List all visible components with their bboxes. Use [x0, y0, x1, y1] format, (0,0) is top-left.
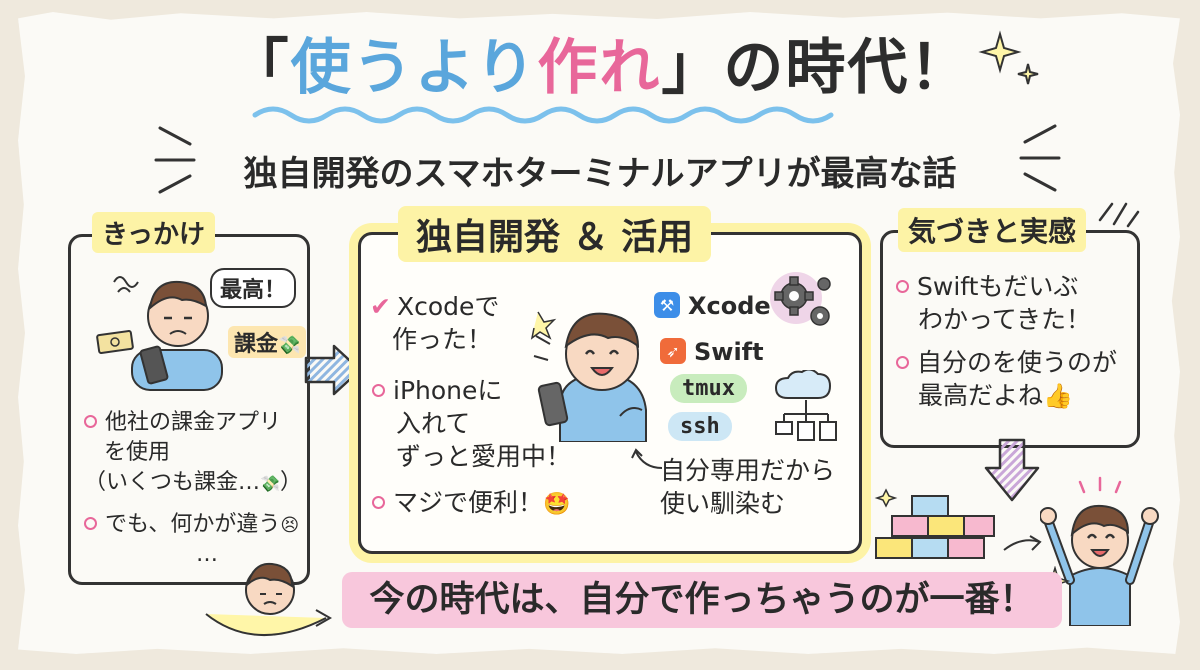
tech-ssh: ssh [668, 412, 732, 441]
left-bullet-2-line1: でも、何かが違う [105, 512, 281, 537]
panel-label-dokuji-kaihatsu: 独自開発 ＆ 活用 [398, 206, 712, 262]
bullet-dot [372, 495, 385, 509]
tech-xcode: Xcode [688, 292, 771, 320]
left-bullet-1-line3: （いくつも課金… [84, 470, 261, 495]
down-arrow-icon [984, 438, 1040, 502]
right-bullet-2-line1: 自分のを使うのが [917, 348, 1118, 377]
cloud-network-icon [774, 370, 837, 441]
kakin-tag: 課金💸 [228, 326, 307, 358]
left-bullet-1: 他社の課金アプリ を使用 （いくつも課金…💸） [84, 408, 302, 499]
curved-arrow-icon [631, 448, 663, 469]
bullet-dot [372, 383, 385, 397]
left-bullet-1-line1: 他社の課金アプリ [105, 410, 282, 435]
happy-person-illustration [530, 311, 647, 442]
tech-tmux: tmux [670, 374, 747, 403]
thumbs-up-icon: 👍 [1043, 382, 1073, 410]
right-bullet-2: 自分のを使うのが 最高だよね👍 [896, 346, 1117, 413]
celebrating-person-illustration [1040, 476, 1159, 626]
worried-person-illustration [113, 276, 223, 391]
right-bullet-1-line1: Swiftもだいぶ [917, 272, 1079, 301]
mid-item-1: ✔Xcodeで 作った！ [370, 290, 499, 356]
check-icon: ✔ [370, 292, 391, 321]
sparkle-icon [978, 30, 1039, 85]
xcode-icon: ⚒ [654, 292, 680, 318]
right-bullet-1-line2: わかってきた！ [918, 305, 1092, 334]
mid-item-3: マジで便利！🤩 [372, 486, 570, 521]
emphasis-dashes-panel [1098, 202, 1140, 228]
mid-item-1-line2: 作った！ [392, 325, 493, 354]
subtitle: 独自開発のスマホターミナルアプリが最高な話 [243, 154, 957, 194]
confounded-face-icon: 😣 [280, 515, 300, 536]
mid-item-3-line1: マジで便利！ [393, 488, 544, 517]
building-blocks-illustration [874, 488, 995, 559]
mid-item-2-line1: iPhoneに [393, 376, 503, 405]
mid-item-2-line2: 入れて [396, 409, 471, 438]
mid-note-line2: 使い馴染む [660, 489, 786, 518]
speech-bubble-saikou: 最高！ [210, 268, 297, 308]
mid-note: 自分専用だから 使い馴染む [660, 454, 835, 520]
right-bullet-1: Swiftもだいぶ わかってきた！ [896, 270, 1091, 336]
mid-item-1-line1: Xcodeで [396, 292, 500, 321]
mid-note-line1: 自分専用だから [660, 456, 836, 485]
bullet-dot [896, 279, 909, 293]
panel-label-kizuki: 気づきと実感 [898, 208, 1087, 252]
title-part3: の時代！ [723, 33, 972, 103]
right-bullet-2-line2: 最高だよね [918, 381, 1044, 410]
kakin-tag-text: 課金 [234, 332, 279, 357]
page-title: 「使うより作れ」の時代！ [0, 38, 1200, 98]
bullet-dot [896, 355, 909, 369]
star-struck-icon: 🤩 [543, 492, 571, 517]
emphasis-dashes-right [1019, 124, 1061, 192]
panel-kizuki [880, 230, 1140, 448]
small-arrow-icon [1003, 535, 1042, 551]
bottom-banner: 今の時代は、自分で作っちゃうのが一番！ [342, 572, 1062, 628]
mid-item-2-line3: ずっと愛用中！ [396, 442, 572, 471]
gear-icon [770, 272, 831, 326]
title-bracket-close: 」 [661, 33, 724, 103]
money-icon: 💸 [260, 474, 280, 493]
thinking-person-arrow-illustration [205, 562, 333, 636]
title-part1: 使うより [290, 33, 538, 103]
money-bill-icon [96, 330, 134, 354]
panel-label-kikkake: きっかけ [92, 212, 215, 253]
left-bullet-1-line2: を使用 [104, 440, 171, 465]
title-bracket-open: 「 [228, 33, 291, 103]
arrow-icon [304, 344, 362, 396]
emphasis-dashes-left [154, 126, 196, 194]
swift-icon: ➶ [660, 338, 686, 364]
left-bullet-2: でも、何かが違う😣 [84, 510, 299, 541]
tech-swift: Swift [694, 338, 764, 366]
bullet-dot [84, 414, 97, 428]
left-ellipsis: … [196, 542, 218, 567]
title-part2: 作れ [537, 33, 662, 103]
money-icon: 💸 [278, 335, 301, 356]
mid-item-2: iPhoneに 入れて ずっと愛用中！ [372, 374, 571, 473]
title-underline-wave [252, 106, 834, 124]
left-bullet-1-line3-close: ） [279, 470, 302, 495]
bullet-dot [84, 516, 97, 530]
